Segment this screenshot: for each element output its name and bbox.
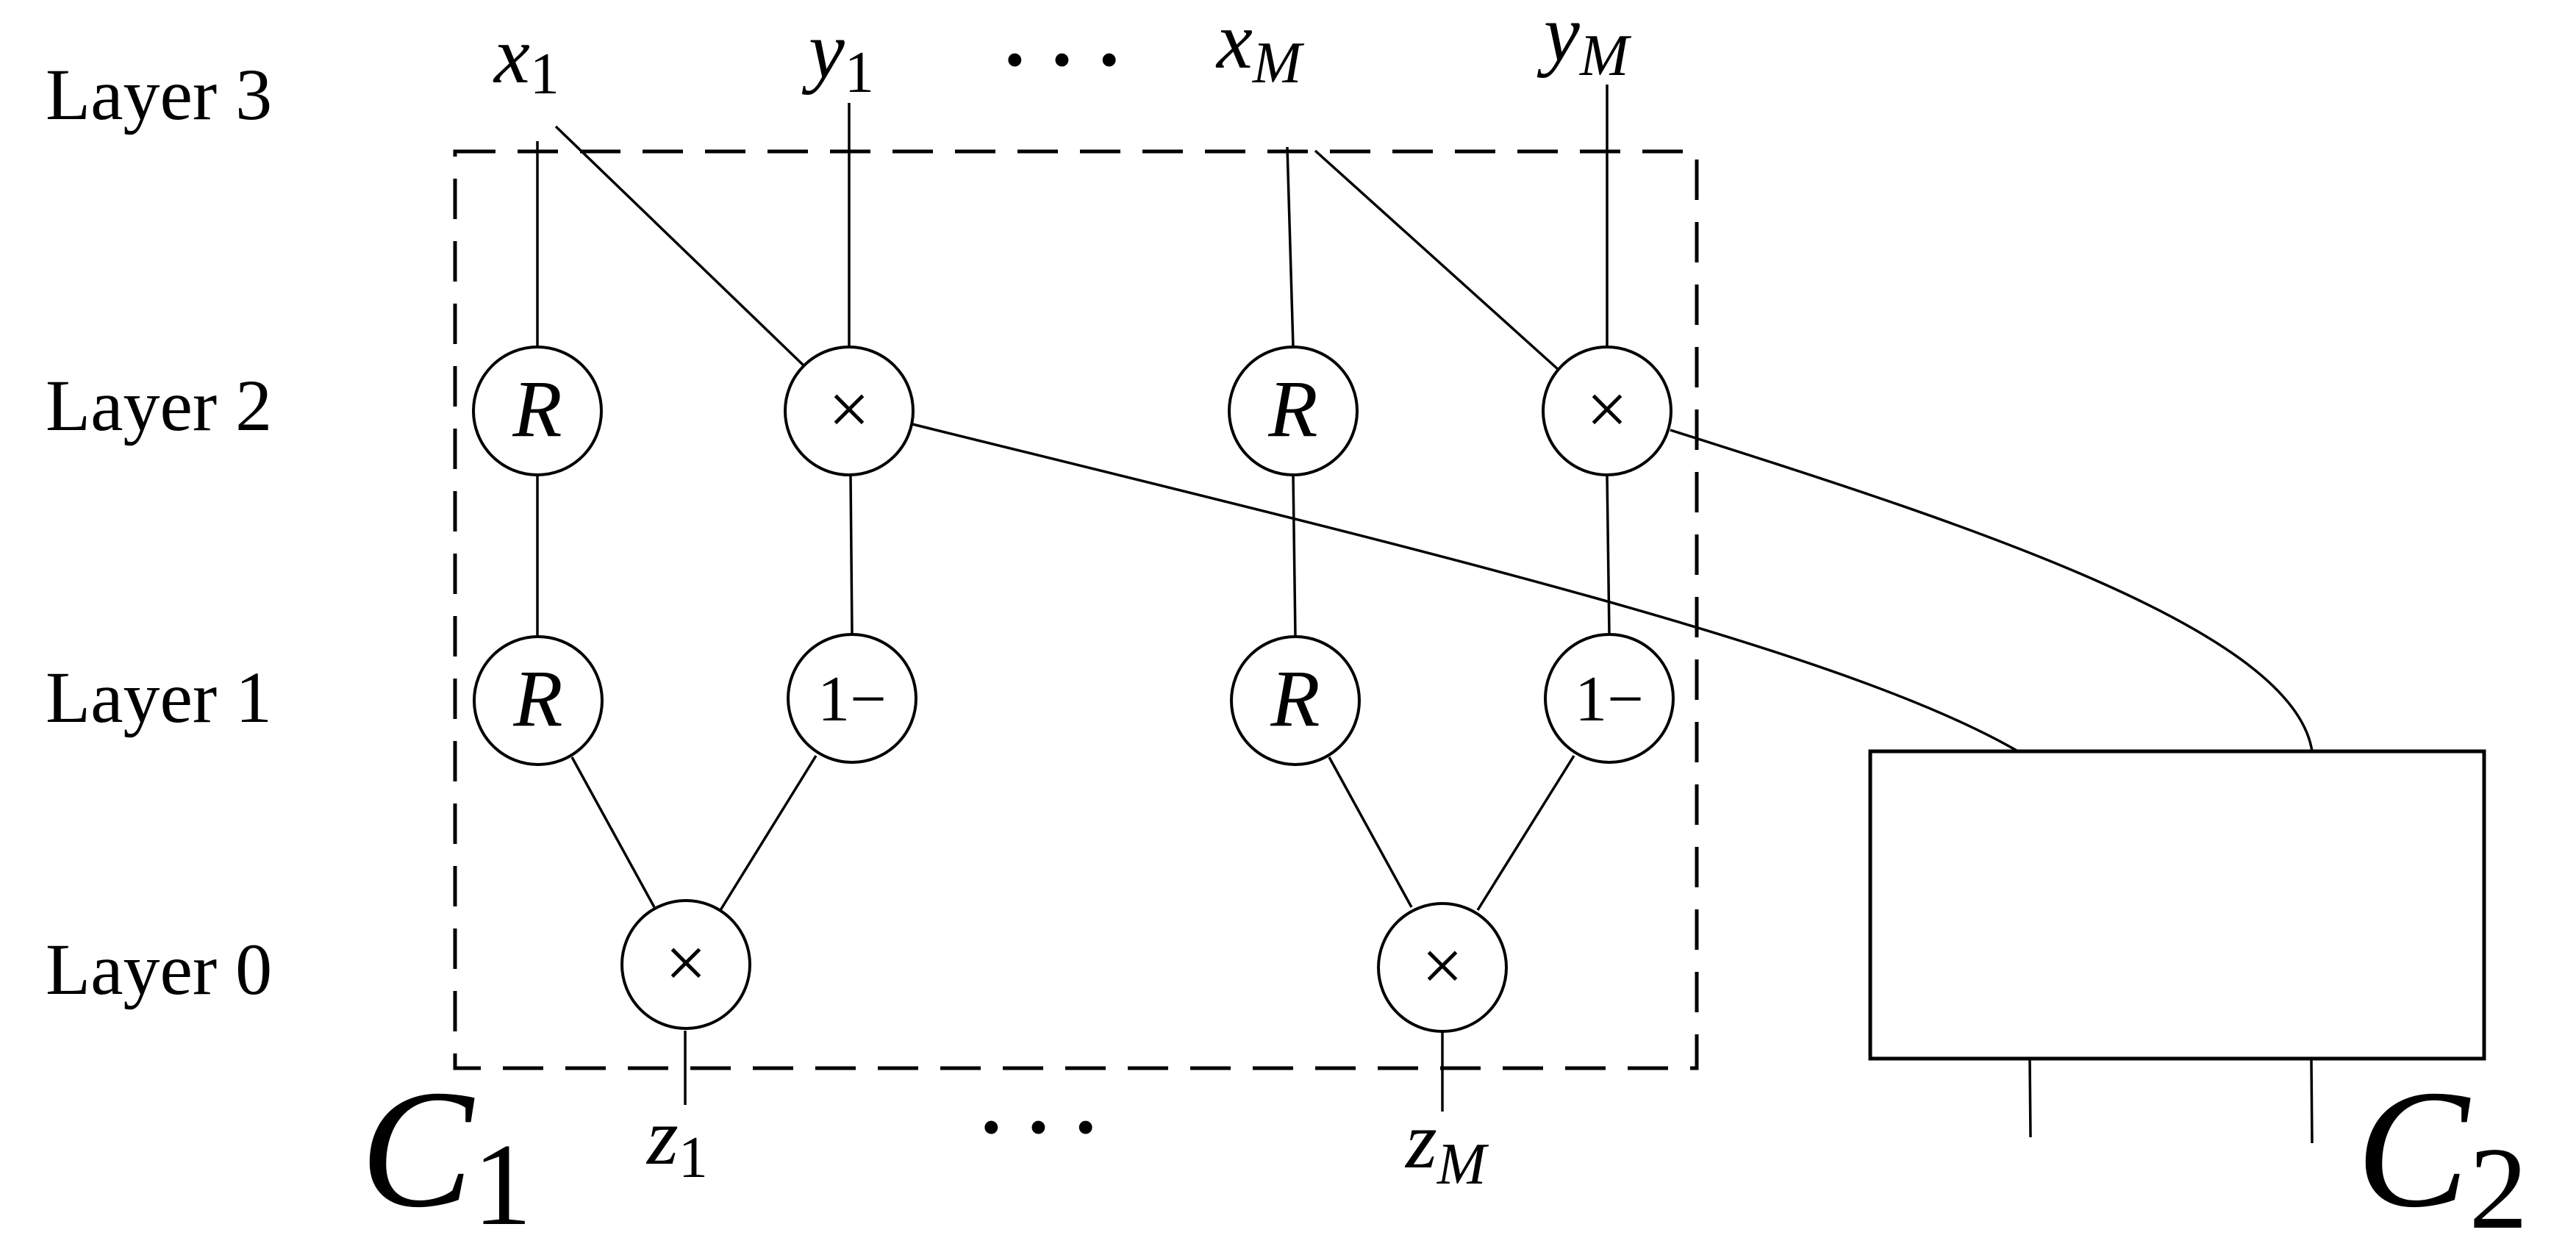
- c2-label: C2: [2356, 1055, 2527, 1249]
- svg-text:1−: 1−: [817, 664, 887, 735]
- c1-dashed-boundary: [453, 149, 1699, 1070]
- node-mult-l0-1: ×: [620, 899, 751, 1030]
- wire-r1-mult0-left: [570, 756, 656, 908]
- input-y1-label: y1: [801, 5, 874, 105]
- node-relu-l1-M: R: [1230, 635, 1361, 766]
- svg-text:×: ×: [1586, 368, 1628, 450]
- input-yM-label: yM: [1536, 0, 1632, 88]
- c2-circuit-box: [1868, 749, 2486, 1061]
- svg-text:1−: 1−: [1575, 664, 1644, 735]
- svg-text:R: R: [512, 654, 562, 743]
- wire-xM-r2: [1286, 146, 1295, 348]
- node-mult-l2-1: ×: [784, 346, 915, 476]
- output-zM-label: zM: [1404, 1095, 1489, 1197]
- svg-text:R: R: [1270, 654, 1320, 743]
- wire-multM-to-c2: [1670, 429, 2314, 752]
- node-1minus-l1-M: 1−: [1544, 633, 1675, 764]
- node-1minus-l1-1: 1−: [787, 633, 917, 764]
- wire-mult-1minus-right: [1606, 474, 1611, 634]
- svg-text:×: ×: [1422, 925, 1463, 1006]
- output-ellipsis: · · ·: [978, 1082, 1099, 1172]
- wire-1minus-mult0-left: [719, 755, 817, 911]
- svg-text:R: R: [1267, 364, 1317, 454]
- layer-2-label: Layer 2: [46, 365, 272, 446]
- wire-r1-mult0-right: [1328, 756, 1413, 908]
- node-mult-l0-M: ×: [1377, 902, 1508, 1033]
- wire-x1-mult: [554, 125, 805, 367]
- layer-3-label: Layer 3: [46, 54, 272, 135]
- layer-0-label: Layer 0: [46, 928, 272, 1010]
- wires: [536, 85, 2314, 1144]
- node-relu-l1-1: R: [473, 635, 604, 766]
- layer-1-label: Layer 1: [46, 656, 272, 738]
- node-relu-l2-M: R: [1228, 346, 1359, 476]
- input-ellipsis: · · ·: [1001, 15, 1123, 104]
- wire-mult-1minus-left: [849, 474, 854, 634]
- node-relu-l2-1: R: [472, 346, 603, 476]
- output-z1-label: z1: [645, 1092, 708, 1190]
- svg-text:R: R: [512, 364, 562, 454]
- wire-r2-r1-right: [1292, 474, 1297, 637]
- c1-label: C1: [360, 1055, 532, 1249]
- wire-c2-out-right: [2310, 1059, 2314, 1144]
- wire-1minus-mult0-right: [1476, 755, 1575, 911]
- wire-xM-mult: [1314, 149, 1560, 371]
- svg-text:×: ×: [829, 368, 870, 450]
- input-x1-label: x1: [493, 10, 559, 107]
- node-mult-l2-M: ×: [1542, 346, 1672, 476]
- svg-text:×: ×: [665, 922, 706, 1003]
- wire-c2-out-left: [2028, 1059, 2032, 1138]
- input-xM-label: xM: [1215, 0, 1305, 96]
- wire-mult1-to-c2: [912, 423, 2019, 753]
